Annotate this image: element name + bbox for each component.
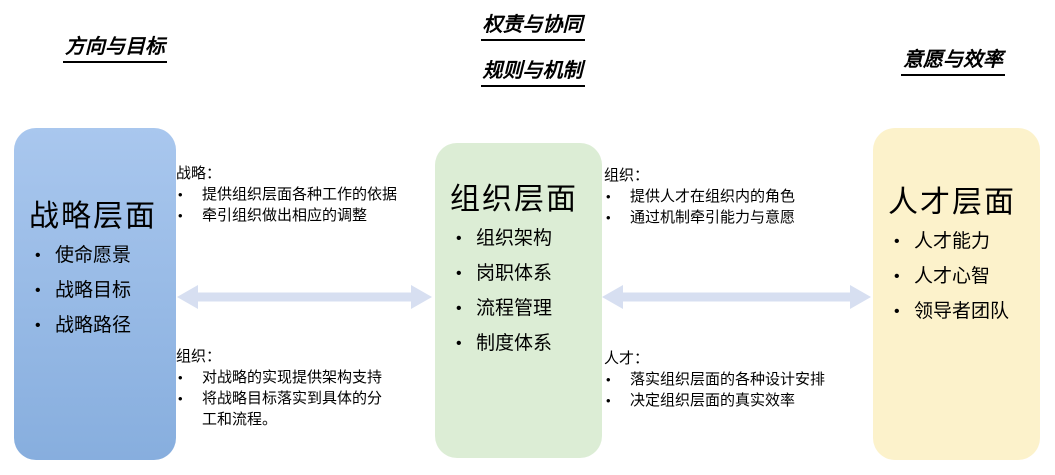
note-label: 战略：: [176, 165, 222, 182]
list-item: 提供组织层面各种工作的依据: [176, 184, 440, 205]
note-org-to-talent: 组织： 提供人才在组织内的角色 通过机制牵引能力与意愿: [604, 165, 854, 228]
header-direction-goals-label: 方向与目标: [63, 30, 167, 63]
note-label: 组织：: [176, 348, 222, 365]
note-talent-to-org: 人才： 落实组织层面的各种设计安排 决定组织层面的真实效率: [604, 348, 876, 411]
strategy-level-list: 使命愿景 战略目标 战略路径: [29, 246, 166, 335]
header-center-group: 权责与协同 规则与机制: [450, 8, 615, 100]
organization-level-title: 组织层面: [450, 183, 578, 216]
list-item: 对战略的实现提供架构支持: [176, 367, 391, 388]
note-list: 落实组织层面的各种设计安排 决定组织层面的真实效率: [604, 369, 876, 411]
list-item: 提供人才在组织内的角色: [604, 186, 854, 207]
header-willingness-efficiency: 意愿与效率: [873, 43, 1033, 76]
note-org-to-strategy: 组织： 对战略的实现提供架构支持 将战略目标落实到具体的分工和流程。: [176, 346, 391, 430]
list-item: 牵引组织做出相应的调整: [176, 205, 440, 226]
header-willingness-efficiency-label: 意愿与效率: [901, 43, 1005, 76]
list-item: 人才心智: [888, 267, 1030, 286]
header-rules-mechanism-label: 规则与机制: [480, 54, 585, 87]
list-item: 战略路径: [29, 316, 166, 335]
header-responsibility-synergy-label: 权责与协同: [480, 8, 585, 41]
list-item: 使命愿景: [29, 246, 166, 265]
note-label: 人才：: [604, 350, 650, 367]
talent-level-title: 人才层面: [888, 186, 1016, 219]
list-item: 决定组织层面的真实效率: [604, 390, 876, 411]
note-list: 对战略的实现提供架构支持 将战略目标落实到具体的分工和流程。: [176, 367, 391, 430]
list-item: 领导者团队: [888, 302, 1030, 321]
talent-level-list: 人才能力 人才心智 领导者团队: [888, 232, 1030, 321]
note-list: 提供人才在组织内的角色 通过机制牵引能力与意愿: [604, 186, 854, 228]
header-direction-goals: 方向与目标: [35, 30, 195, 63]
note-list: 提供组织层面各种工作的依据 牵引组织做出相应的调整: [176, 184, 440, 226]
double-arrow-icon: [177, 284, 432, 310]
organization-level-list: 组织架构 岗职体系 流程管理 制度体系: [450, 229, 592, 353]
note-label: 组织：: [604, 167, 650, 184]
list-item: 通过机制牵引能力与意愿: [604, 207, 854, 228]
list-item: 战略目标: [29, 281, 166, 300]
double-arrow-icon: [602, 284, 871, 310]
note-strategy-to-org: 战略： 提供组织层面各种工作的依据 牵引组织做出相应的调整: [176, 163, 440, 226]
list-item: 制度体系: [450, 334, 592, 353]
list-item: 岗职体系: [450, 264, 592, 283]
strategy-level-box: 战略层面 使命愿景 战略目标 战略路径: [14, 128, 176, 460]
talent-level-box: 人才层面 人才能力 人才心智 领导者团队: [873, 128, 1040, 460]
strategy-level-title: 战略层面: [29, 200, 157, 233]
organization-level-box: 组织层面 组织架构 岗职体系 流程管理 制度体系: [435, 143, 602, 458]
list-item: 组织架构: [450, 229, 592, 248]
list-item: 人才能力: [888, 232, 1030, 251]
list-item: 落实组织层面的各种设计安排: [604, 369, 876, 390]
list-item: 将战略目标落实到具体的分工和流程。: [176, 388, 391, 430]
list-item: 流程管理: [450, 299, 592, 318]
